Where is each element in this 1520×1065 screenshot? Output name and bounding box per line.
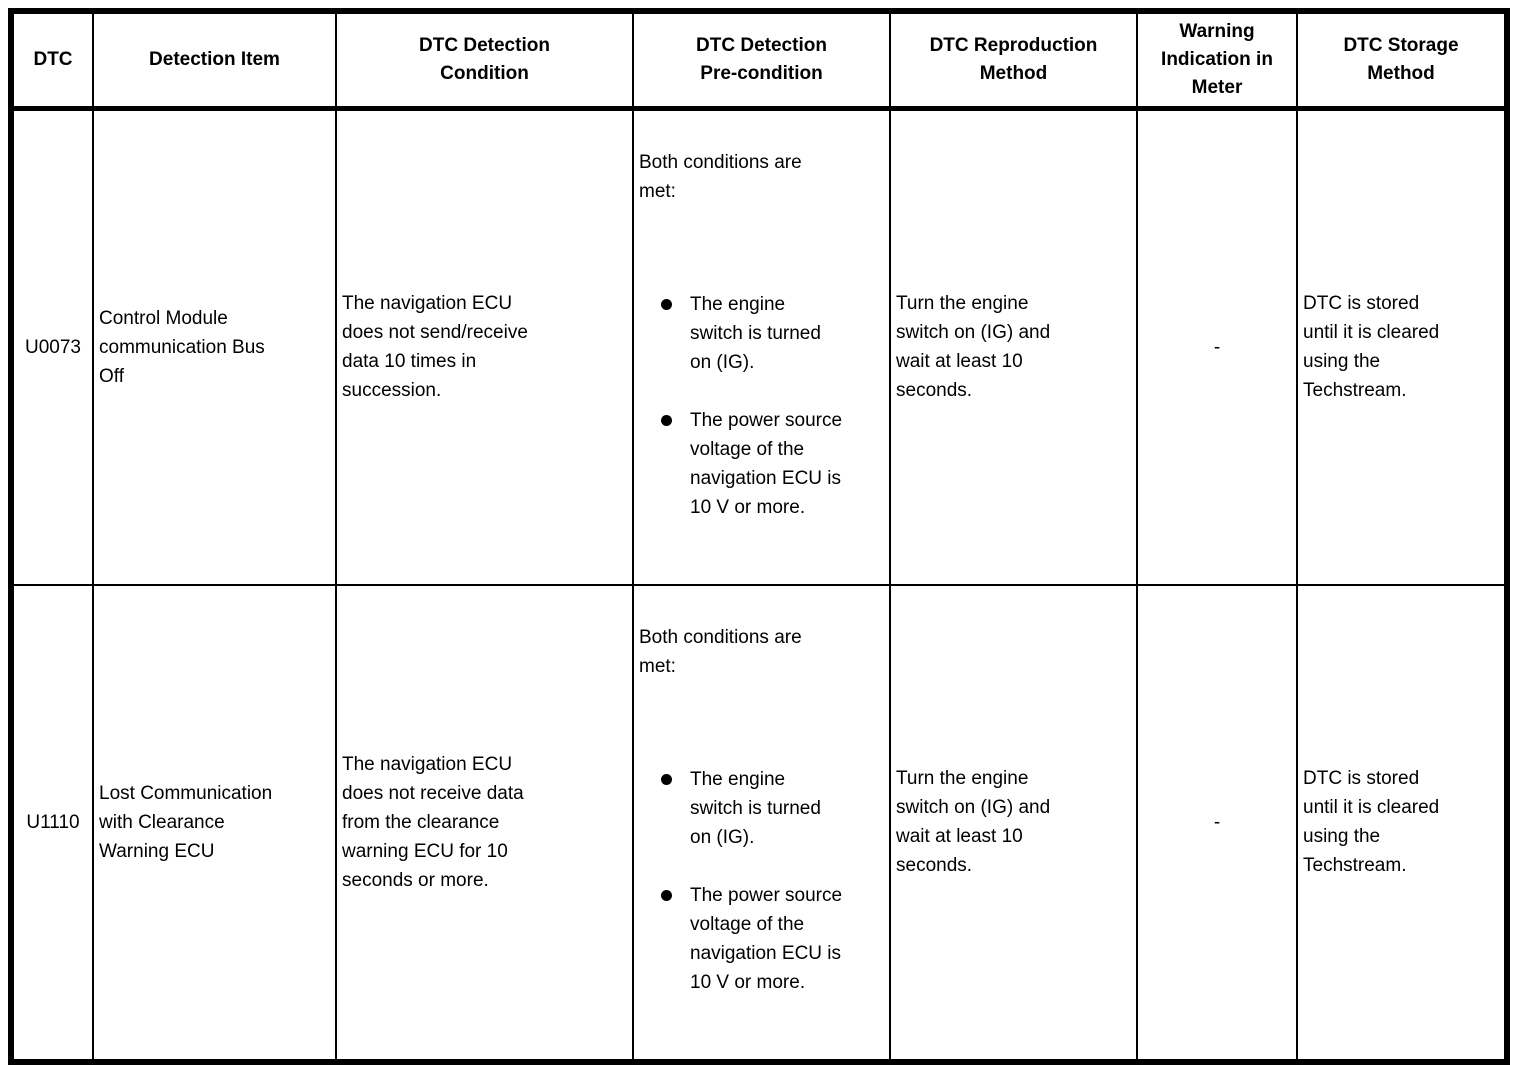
detection-condition: The navigation ECU does not receive data… xyxy=(335,583,634,1063)
header-storage-method: DTC Storage Method xyxy=(1296,10,1508,111)
pre-condition-intro: Both conditions are met: xyxy=(639,626,802,677)
warning-indication: - xyxy=(1136,583,1298,1063)
bullet-text: The engine switch is turned on (IG). xyxy=(690,293,821,373)
bullet-text: The power source voltage of the navigati… xyxy=(690,884,843,993)
dtc-table: DTC Detection Item DTC Detection Conditi… xyxy=(8,8,1510,1065)
detection-condition: The navigation ECU does not send/receive… xyxy=(335,107,634,586)
bullet-text: The engine switch is turned on (IG). xyxy=(690,768,821,848)
table-row-u1110: U1110 Lost Communication with Clearance … xyxy=(10,583,1508,1063)
storage-method: DTC is stored until it is cleared using … xyxy=(1296,583,1508,1063)
pre-condition-intro: Both conditions are met: xyxy=(639,151,802,202)
header-detection-condition: DTC Detection Condition xyxy=(335,10,634,111)
warning-indication: - xyxy=(1136,107,1298,586)
pre-condition-list: The engine switch is turned on (IG). The… xyxy=(639,261,884,551)
bullet-icon xyxy=(661,298,672,310)
bullet-icon xyxy=(661,773,672,785)
header-reproduction-method: DTC Reproduction Method xyxy=(889,10,1138,111)
pre-condition-bullet: The power source voltage of the navigati… xyxy=(661,881,884,997)
header-detection-item: Detection Item xyxy=(92,10,337,111)
header-row: DTC Detection Item DTC Detection Conditi… xyxy=(10,10,1508,111)
detection-item: Lost Communication with Clearance Warnin… xyxy=(92,583,337,1063)
storage-method: DTC is stored until it is cleared using … xyxy=(1296,107,1508,586)
header-detection-pre-condition: DTC Detection Pre-condition xyxy=(632,10,891,111)
pre-condition-bullet: The engine switch is turned on (IG). xyxy=(661,765,884,852)
reproduction-method: Turn the engine switch on (IG) and wait … xyxy=(889,107,1138,586)
bullet-icon xyxy=(661,889,672,901)
table-row-u0073: U0073 Control Module communication Bus O… xyxy=(10,107,1508,586)
pre-condition-bullet: The engine switch is turned on (IG). xyxy=(661,290,884,377)
reproduction-method: Turn the engine switch on (IG) and wait … xyxy=(889,583,1138,1063)
pre-condition-bullet: The power source voltage of the navigati… xyxy=(661,406,884,522)
bullet-icon xyxy=(661,414,672,426)
detection-pre-condition: Both conditions are met: The engine swit… xyxy=(632,107,891,586)
detection-item: Control Module communication Bus Off xyxy=(92,107,337,586)
detection-pre-condition: Both conditions are met: The engine swit… xyxy=(632,583,891,1063)
header-warning-indication: Warning Indication in Meter xyxy=(1136,10,1298,111)
dtc-code: U1110 xyxy=(10,583,94,1063)
header-dtc: DTC xyxy=(10,10,94,111)
pre-condition-list: The engine switch is turned on (IG). The… xyxy=(639,736,884,1026)
dtc-code: U0073 xyxy=(10,107,94,586)
bullet-text: The power source voltage of the navigati… xyxy=(690,409,843,518)
